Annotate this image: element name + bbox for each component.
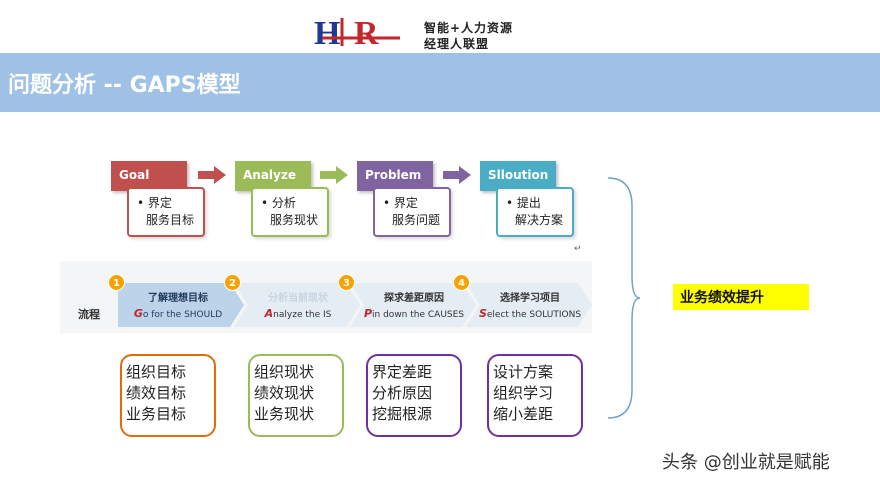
stage-problem-box: 界定 服务问题 xyxy=(373,187,451,237)
stage-solution-box: 提出 解决方案 xyxy=(496,187,574,237)
logo: H R 智能+人力资源 经理人联盟 xyxy=(312,12,582,52)
bottom-box-problem-line3: 挖掘根源 xyxy=(372,405,433,423)
step-2-en: Analyze the IS xyxy=(264,307,332,320)
stage-goal-head: Goal xyxy=(111,161,187,191)
stage-analyze-line2: 服务现状 xyxy=(270,213,319,227)
stage-solution-head: Slloution xyxy=(480,161,556,191)
arrow-right-icon xyxy=(443,166,471,184)
bottom-box-problem-line1: 界定差距 xyxy=(372,363,433,381)
step-2-cn: 分析当前现状 xyxy=(268,293,328,304)
chevron-step-1 xyxy=(118,283,244,327)
bottom-box-solution-line3: 缩小差距 xyxy=(493,405,554,423)
stage-problem-head: Problem xyxy=(357,161,433,191)
step-4-cn: 选择学习项目 xyxy=(500,293,560,304)
process-step-4: 选择学习项目 Select the SOLUTIONS xyxy=(470,283,590,327)
bottom-box-analyze-line1: 组织现状 xyxy=(254,363,315,381)
step-number-3: 3 xyxy=(338,274,355,291)
arrow-right-icon xyxy=(198,166,226,184)
stage-problem: Problem 界定 服务问题 xyxy=(357,161,475,239)
stage-analyze-box: 分析 服务现状 xyxy=(251,187,329,237)
chevron-step-4 xyxy=(466,283,592,327)
bottom-box-analyze: 组织现状 绩效现状 业务现状 xyxy=(248,354,344,437)
title-bar: 问题分析 -- GAPS模型 xyxy=(0,53,880,112)
step-1-cn: 了解理想目标 xyxy=(148,293,208,304)
step-3-cn: 探求差距原因 xyxy=(384,293,444,304)
result-highlight: 业务绩效提升 xyxy=(673,284,809,310)
bottom-box-solution-line2: 组织学习 xyxy=(493,384,554,402)
process-step-2: 分析当前现状 Analyze the IS xyxy=(238,283,358,327)
bottom-box-problem: 界定差距 分析原因 挖掘根源 xyxy=(366,354,462,437)
watermark: 头条 @创业就是赋能 xyxy=(662,452,830,473)
stage-analyze-line1: 分析 xyxy=(261,196,296,210)
process-label: 流程 xyxy=(78,308,100,321)
right-brace-icon xyxy=(607,177,641,419)
bottom-box-goal-line1: 组织目标 xyxy=(126,363,187,381)
stage-analyze-head: Analyze xyxy=(235,161,311,191)
step-number-2: 2 xyxy=(224,274,241,291)
process-step-3: 探求差距原因 Pin down the CAUSES xyxy=(354,283,474,327)
stage-problem-line2: 服务问题 xyxy=(392,213,441,227)
chevron-step-2 xyxy=(234,283,360,327)
step-4-en: Select the SOLUTIONS xyxy=(478,307,582,320)
stage-goal-line2: 服务目标 xyxy=(146,213,195,227)
process-strip: 流程 了解理想目标 Go for the SHOULD 分析当前现状 Analy… xyxy=(60,261,592,333)
bottom-box-goal: 组织目标 绩效目标 业务目标 xyxy=(120,354,216,437)
process-step-1: 了解理想目标 Go for the SHOULD xyxy=(118,283,238,327)
chevron-step-3 xyxy=(350,283,476,327)
stage-solution-line1: 提出 xyxy=(506,196,541,210)
bottom-box-problem-line2: 分析原因 xyxy=(372,384,433,402)
svg-text:R: R xyxy=(354,15,379,52)
stage-goal-box: 界定 服务目标 xyxy=(127,187,205,237)
bottom-box-goal-line3: 业务目标 xyxy=(126,405,187,423)
step-3-en: Pin down the CAUSES xyxy=(363,307,465,320)
stage-problem-line1: 界定 xyxy=(383,196,418,210)
bottom-box-analyze-line3: 业务现状 xyxy=(254,405,315,423)
step-number-1: 1 xyxy=(108,274,125,291)
bottom-box-analyze-line2: 绩效现状 xyxy=(254,384,315,402)
stage-analyze: Analyze 分析 服务现状 xyxy=(235,161,353,239)
stage-goal: Goal 界定 服务目标 xyxy=(111,161,229,239)
step-1-en: Go for the SHOULD xyxy=(133,307,223,320)
stage-solution-line2: 解决方案 xyxy=(515,213,564,227)
page-title: 问题分析 -- GAPS模型 xyxy=(8,73,241,98)
svg-text:H: H xyxy=(314,15,340,52)
paragraph-mark: ↵ xyxy=(574,244,582,254)
bottom-box-goal-line2: 绩效目标 xyxy=(126,384,187,402)
step-number-4: 4 xyxy=(453,274,470,291)
logo-text-line2: 经理人联盟 xyxy=(424,37,490,51)
logo-text-line1: 智能+人力资源 xyxy=(424,21,514,35)
bottom-box-solution-line1: 设计方案 xyxy=(493,363,554,381)
stage-goal-line1: 界定 xyxy=(137,196,172,210)
arrow-right-icon xyxy=(320,166,348,184)
bottom-box-solution: 设计方案 组织学习 缩小差距 xyxy=(487,354,583,437)
stage-solution: Slloution 提出 解决方案 xyxy=(480,161,598,239)
hr-logo-icon: H R xyxy=(314,15,400,52)
